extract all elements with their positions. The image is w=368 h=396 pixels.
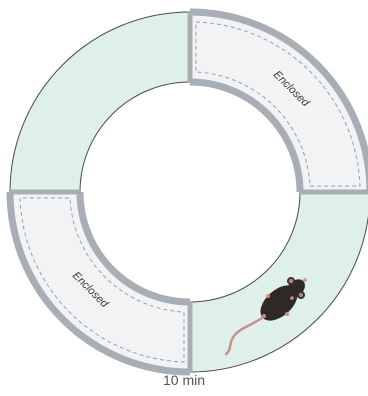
enclosed-arm-bottom-left: Enclosed bbox=[10, 192, 190, 372]
open-arm-top-left bbox=[10, 12, 190, 192]
enclosed-arm-top-right: Enclosed bbox=[190, 12, 368, 192]
open-arm-bottom-right bbox=[190, 192, 368, 372]
duration-caption: 10 min bbox=[0, 372, 368, 388]
